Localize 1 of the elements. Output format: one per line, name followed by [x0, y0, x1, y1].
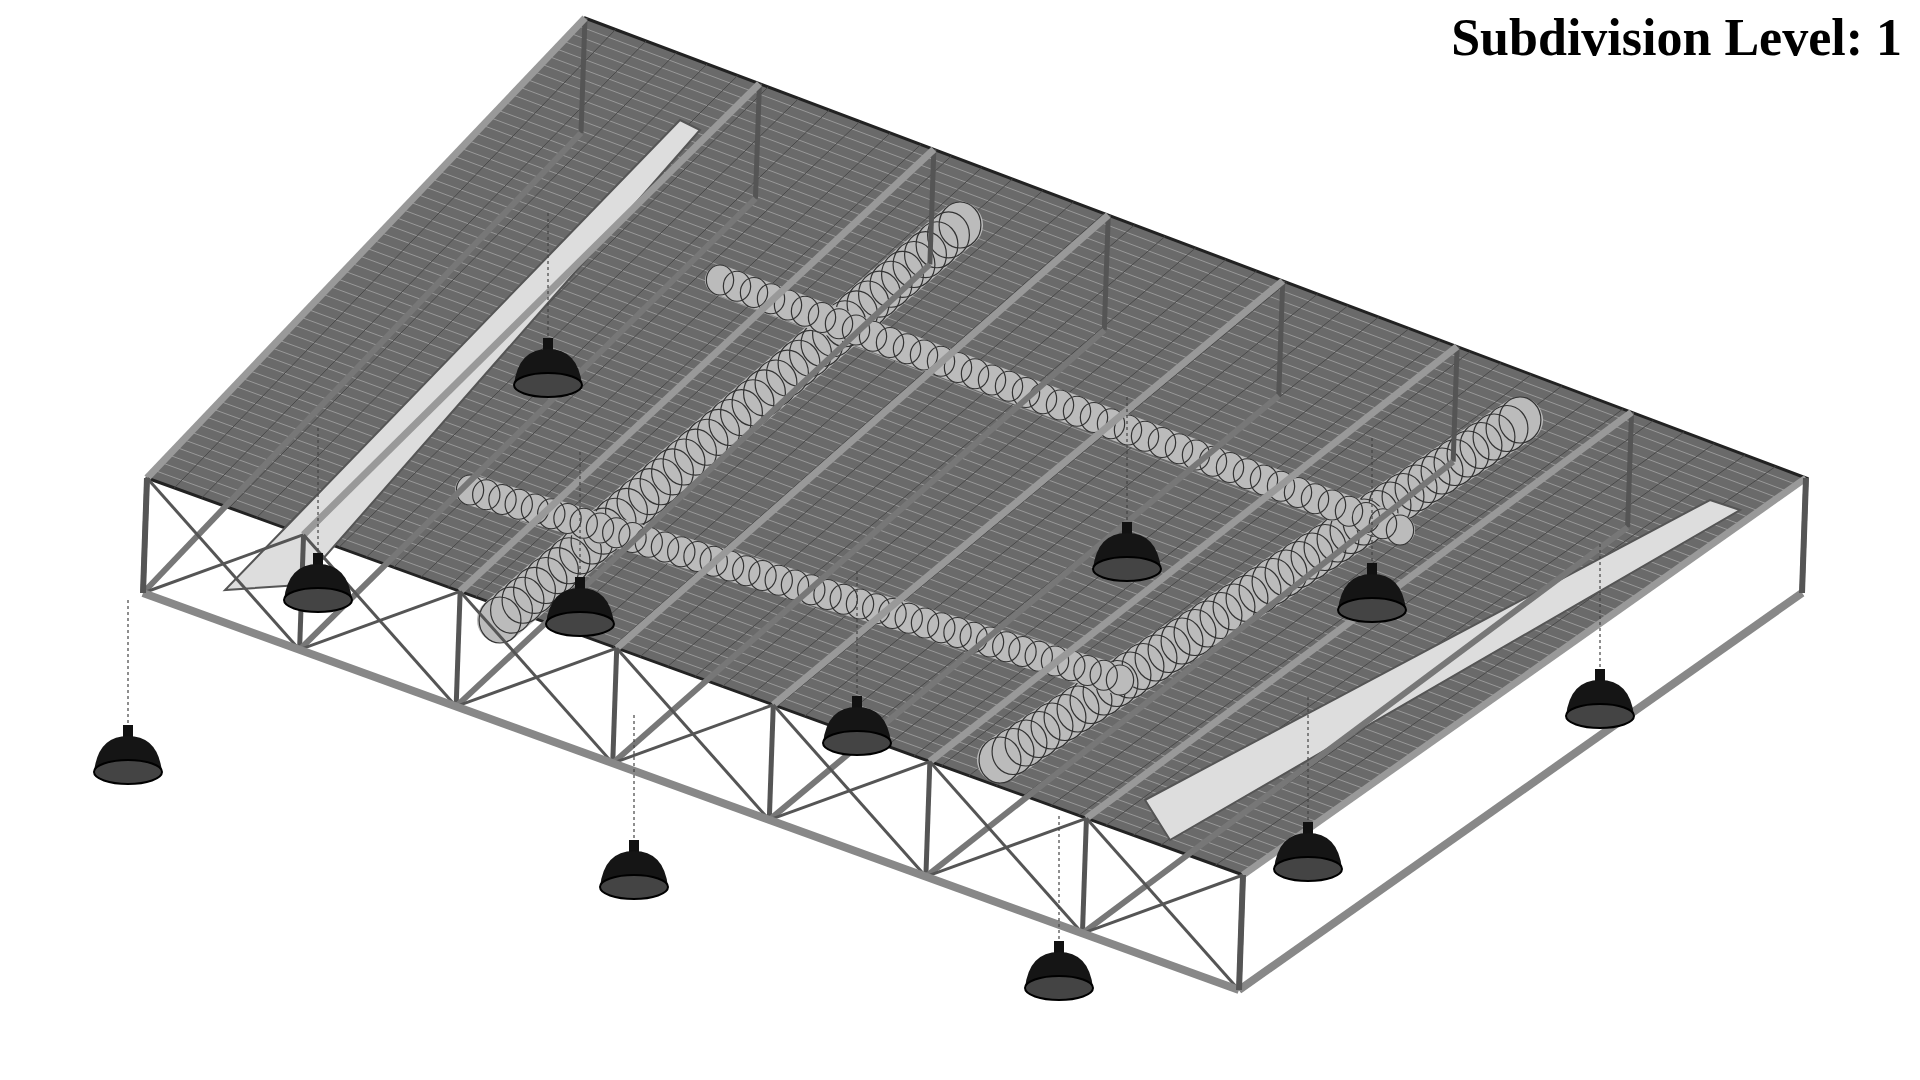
diagram-title: Subdivision Level: 1: [1451, 8, 1902, 67]
